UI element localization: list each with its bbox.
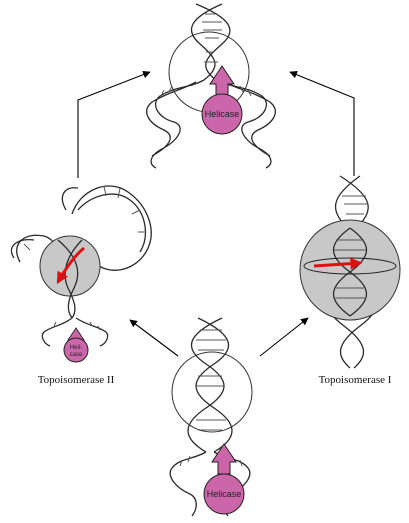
flow-arrows bbox=[77, 70, 355, 357]
left-helicase: Heli- case bbox=[63, 327, 89, 363]
left-helicase-label-line1: Heli- bbox=[70, 345, 82, 351]
top-dna-helix bbox=[190, 3, 231, 81]
left-topoisomerase-ii-panel: Heli- case Topoisomerase II bbox=[10, 185, 152, 386]
left-helicase-body bbox=[63, 337, 89, 363]
right-topoisomerase-i-panel: Topoisomerase I bbox=[299, 175, 401, 386]
topoisomerase-ii-label: Topoisomerase II bbox=[38, 374, 115, 386]
arrow-bottom-to-left bbox=[129, 319, 179, 357]
right-rotation-ring bbox=[303, 257, 397, 275]
topoisomerase-i-label: Topoisomerase I bbox=[319, 374, 392, 386]
bottom-helicase-label: Helicase bbox=[207, 489, 242, 499]
right-enzyme-sphere bbox=[299, 219, 401, 321]
bottom-helix-panel: Helicase bbox=[169, 317, 253, 517]
bottom-helicase-body bbox=[203, 473, 245, 515]
top-replication-fork bbox=[146, 79, 276, 169]
right-helix-in-enzyme bbox=[333, 227, 367, 317]
bottom-enzyme-outline bbox=[171, 351, 253, 433]
bottom-dna-helix bbox=[187, 317, 233, 453]
bottom-helicase-arrow-icon bbox=[211, 443, 237, 475]
arrow-bottom-to-right bbox=[259, 317, 309, 357]
left-helicase-label-line2: case bbox=[70, 352, 83, 358]
top-helix-panel: Helicase bbox=[146, 3, 276, 169]
top-helicase-label: Helicase bbox=[205, 109, 240, 119]
left-enzyme-sphere bbox=[39, 235, 101, 297]
top-helicase-body bbox=[201, 93, 243, 135]
left-rotation-arrow-icon bbox=[56, 246, 85, 285]
arrow-right-to-top bbox=[289, 71, 355, 176]
arrow-left-to-top bbox=[77, 70, 151, 178]
left-replication-fork bbox=[41, 317, 109, 347]
bottom-helicase: Helicase bbox=[203, 443, 245, 515]
top-helicase: Helicase bbox=[201, 65, 243, 135]
right-rotation-arrow-icon bbox=[313, 257, 363, 270]
